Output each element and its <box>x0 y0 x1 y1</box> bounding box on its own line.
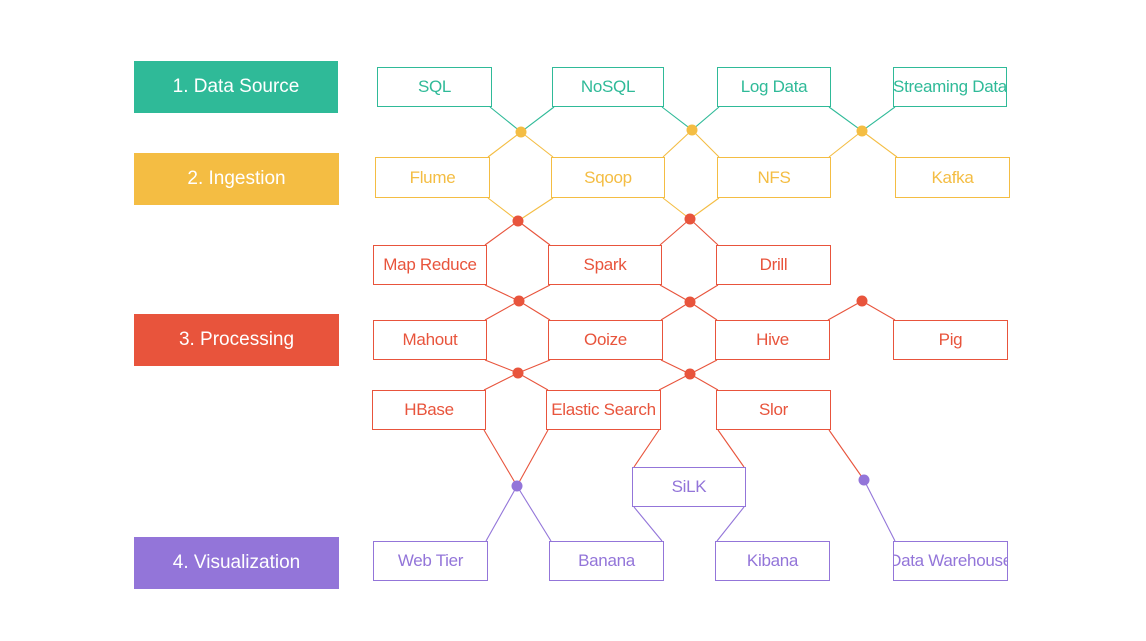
link-j-proc-4-hbase <box>483 372 519 391</box>
link-j-proc-3-pig <box>861 300 896 321</box>
junction-dot <box>856 125 868 137</box>
node-nfs: NFS <box>717 157 831 198</box>
link-elastic-j-vis-1 <box>516 429 549 487</box>
junction-dot <box>684 296 696 308</box>
link-j-ing-1-spark <box>517 220 551 246</box>
link-streaming-j-src-3 <box>861 106 896 132</box>
stage-ingestion: 2. Ingestion <box>134 153 339 205</box>
link-j-proc-4-elastic <box>517 372 549 391</box>
junction-dot <box>512 367 524 379</box>
node-pig: Pig <box>893 320 1008 360</box>
link-silk-kibana <box>716 506 745 542</box>
node-ooize: Ooize <box>548 320 663 360</box>
link-hbase-j-vis-1 <box>483 429 518 487</box>
node-streaming-data: Streaming Data <box>893 67 1007 107</box>
link-nosql-j-src-2 <box>661 106 693 131</box>
node-mahout: Mahout <box>373 320 487 360</box>
junction-dot <box>512 215 524 227</box>
link-slor-silk <box>717 429 745 468</box>
link-j-vis-1-webtier <box>485 485 518 542</box>
node-spark: Spark <box>548 245 662 285</box>
link-flume-j-ing-1 <box>487 197 519 222</box>
link-j-ing-2-drill <box>689 218 719 246</box>
node-map-reduce: Map Reduce <box>373 245 487 285</box>
link-j-vis-2-datawarehouse <box>863 479 896 542</box>
node-banana: Banana <box>549 541 664 581</box>
node-nosql: NoSQL <box>552 67 664 107</box>
link-nosql-j-src-1 <box>520 106 555 133</box>
link-spark-j-proc-2 <box>659 284 691 303</box>
node-sql: SQL <box>377 67 492 107</box>
link-j-src-3-nfs <box>828 130 863 158</box>
link-j-src-2-sqoop <box>662 129 693 158</box>
stage-visualization: 4. Visualization <box>134 537 339 589</box>
link-j-ing-1-mapreduce <box>484 220 519 246</box>
link-spark-j-proc-1 <box>518 284 551 302</box>
node-hive: Hive <box>715 320 830 360</box>
junction-dot <box>513 295 525 307</box>
link-j-proc-1-mahout <box>484 300 520 321</box>
node-sqoop: Sqoop <box>551 157 665 198</box>
junction-dot <box>856 295 868 307</box>
node-slor: Slor <box>716 390 831 430</box>
link-j-ing-2-spark <box>659 218 691 246</box>
junction-dot <box>686 124 698 136</box>
link-j-src-1-sqoop <box>520 131 554 158</box>
node-silk: SiLK <box>632 467 746 507</box>
link-logdata-j-src-2 <box>691 106 720 131</box>
node-data-warehouse: Data Warehouse <box>893 541 1008 581</box>
node-kibana: Kibana <box>715 541 830 581</box>
link-nfs-j-ing-2 <box>689 197 720 220</box>
link-mapreduce-j-proc-1 <box>484 284 520 302</box>
link-ooize-j-proc-4 <box>517 359 551 374</box>
link-slor-j-vis-2 <box>828 429 865 481</box>
link-j-proc-1-ooize <box>518 300 551 321</box>
junction-dot <box>858 474 870 486</box>
junction-dot <box>684 213 696 225</box>
link-sqoop-j-ing-1 <box>517 197 554 222</box>
stage-processing: 3. Processing <box>134 314 339 366</box>
link-j-src-2-nfs <box>691 129 720 158</box>
junction-dot <box>511 480 523 492</box>
link-j-proc-5-elastic <box>658 373 691 391</box>
link-j-src-3-kafka <box>861 130 898 158</box>
junction-dot <box>684 368 696 380</box>
node-kafka: Kafka <box>895 157 1010 198</box>
node-elastic-search: Elastic Search <box>546 390 661 430</box>
link-sqoop-j-ing-2 <box>662 197 691 220</box>
link-j-src-1-flume <box>487 131 522 158</box>
link-hive-j-proc-3 <box>827 300 863 321</box>
stage-data-source: 1. Data Source <box>134 61 338 113</box>
link-elastic-silk <box>633 429 660 468</box>
link-logdata-j-src-3 <box>828 106 863 132</box>
junction-dot <box>515 126 527 138</box>
link-j-vis-1-banana <box>516 485 552 542</box>
link-silk-banana <box>633 506 663 542</box>
link-j-proc-2-ooize <box>660 301 691 321</box>
link-sql-j-src-1 <box>489 106 522 133</box>
node-flume: Flume <box>375 157 490 198</box>
node-hbase: HBase <box>372 390 486 430</box>
node-drill: Drill <box>716 245 831 285</box>
node-web-tier: Web Tier <box>373 541 488 581</box>
node-log-data: Log Data <box>717 67 831 107</box>
link-mahout-j-proc-4 <box>484 359 519 374</box>
